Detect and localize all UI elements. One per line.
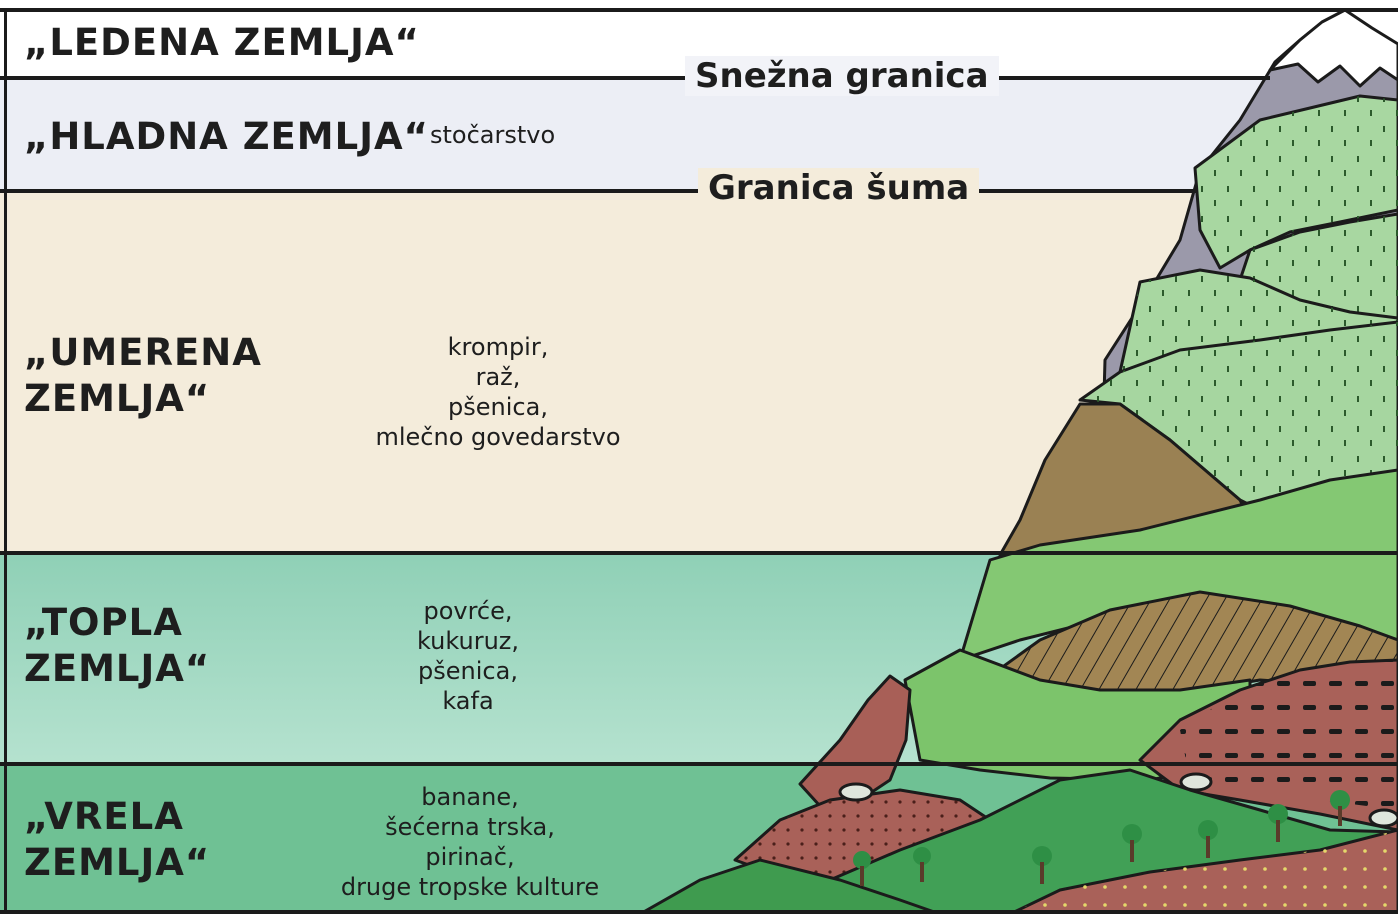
crop-item: šećerna trska, [385, 813, 555, 841]
alpine-meadow-upper-dots [1195, 96, 1398, 268]
crop-item: raž, [475, 363, 521, 391]
crop-item: stočarstvo [430, 121, 556, 149]
left-border-line [4, 8, 7, 912]
snow-line-divider [0, 76, 1270, 80]
zone-topla-crops: povrće, kukuruz, pšenica, kafa [298, 596, 638, 716]
crop-item: banane, [421, 783, 519, 811]
zone-umerena-title: „UMERENA ZEMLJA“ [24, 331, 262, 420]
tree-line-label: Granica šuma [698, 168, 980, 208]
top-border-line [0, 8, 1398, 12]
red-fields-upper-dashes [1180, 660, 1398, 810]
lowland-slope [638, 858, 942, 914]
bottom-border-line [0, 910, 1398, 914]
crop-item: druge tropske kulture [340, 873, 600, 901]
zone-umerena-crops: krompir, raž, pšenica, mlečno govedarstv… [298, 332, 698, 452]
crop-item: krompir, [447, 333, 549, 361]
zone-vrela-title: „VRELA ZEMLJA“ [24, 795, 211, 884]
zone-hladna-title: „HLADNA ZEMLJA“ [24, 115, 429, 158]
snow-line-label: Snežna granica [685, 56, 999, 96]
zone-hladna-crops: stočarstvo [430, 120, 555, 150]
tree-line-divider [0, 189, 1198, 193]
crop-item: pirinač, [425, 843, 515, 871]
zone-vrela-crops: banane, šećerna trska, pirinač, druge tr… [300, 782, 640, 902]
crop-item: mlečno govedarstvo [375, 423, 621, 451]
crop-item: pšenica, [448, 393, 548, 421]
rock-1 [838, 782, 874, 802]
crop-item: povrće, [423, 597, 513, 625]
crop-item: kafa [442, 687, 494, 715]
tropical-ground-dots [1010, 830, 1398, 914]
umerena-topla-divider [0, 551, 1398, 555]
crop-item: pšenica, [418, 657, 518, 685]
crop-item: kukuruz, [416, 627, 520, 655]
snow-cap [1268, 8, 1398, 88]
topla-vrela-divider [0, 762, 1398, 766]
palm-trees [853, 790, 1350, 886]
zone-ledena-title: „LEDENA ZEMLJA“ [24, 21, 420, 64]
rock-3 [1368, 808, 1398, 828]
rock-2 [1179, 772, 1213, 792]
zone-topla-title: „TOPLA ZEMLJA“ [24, 601, 211, 690]
